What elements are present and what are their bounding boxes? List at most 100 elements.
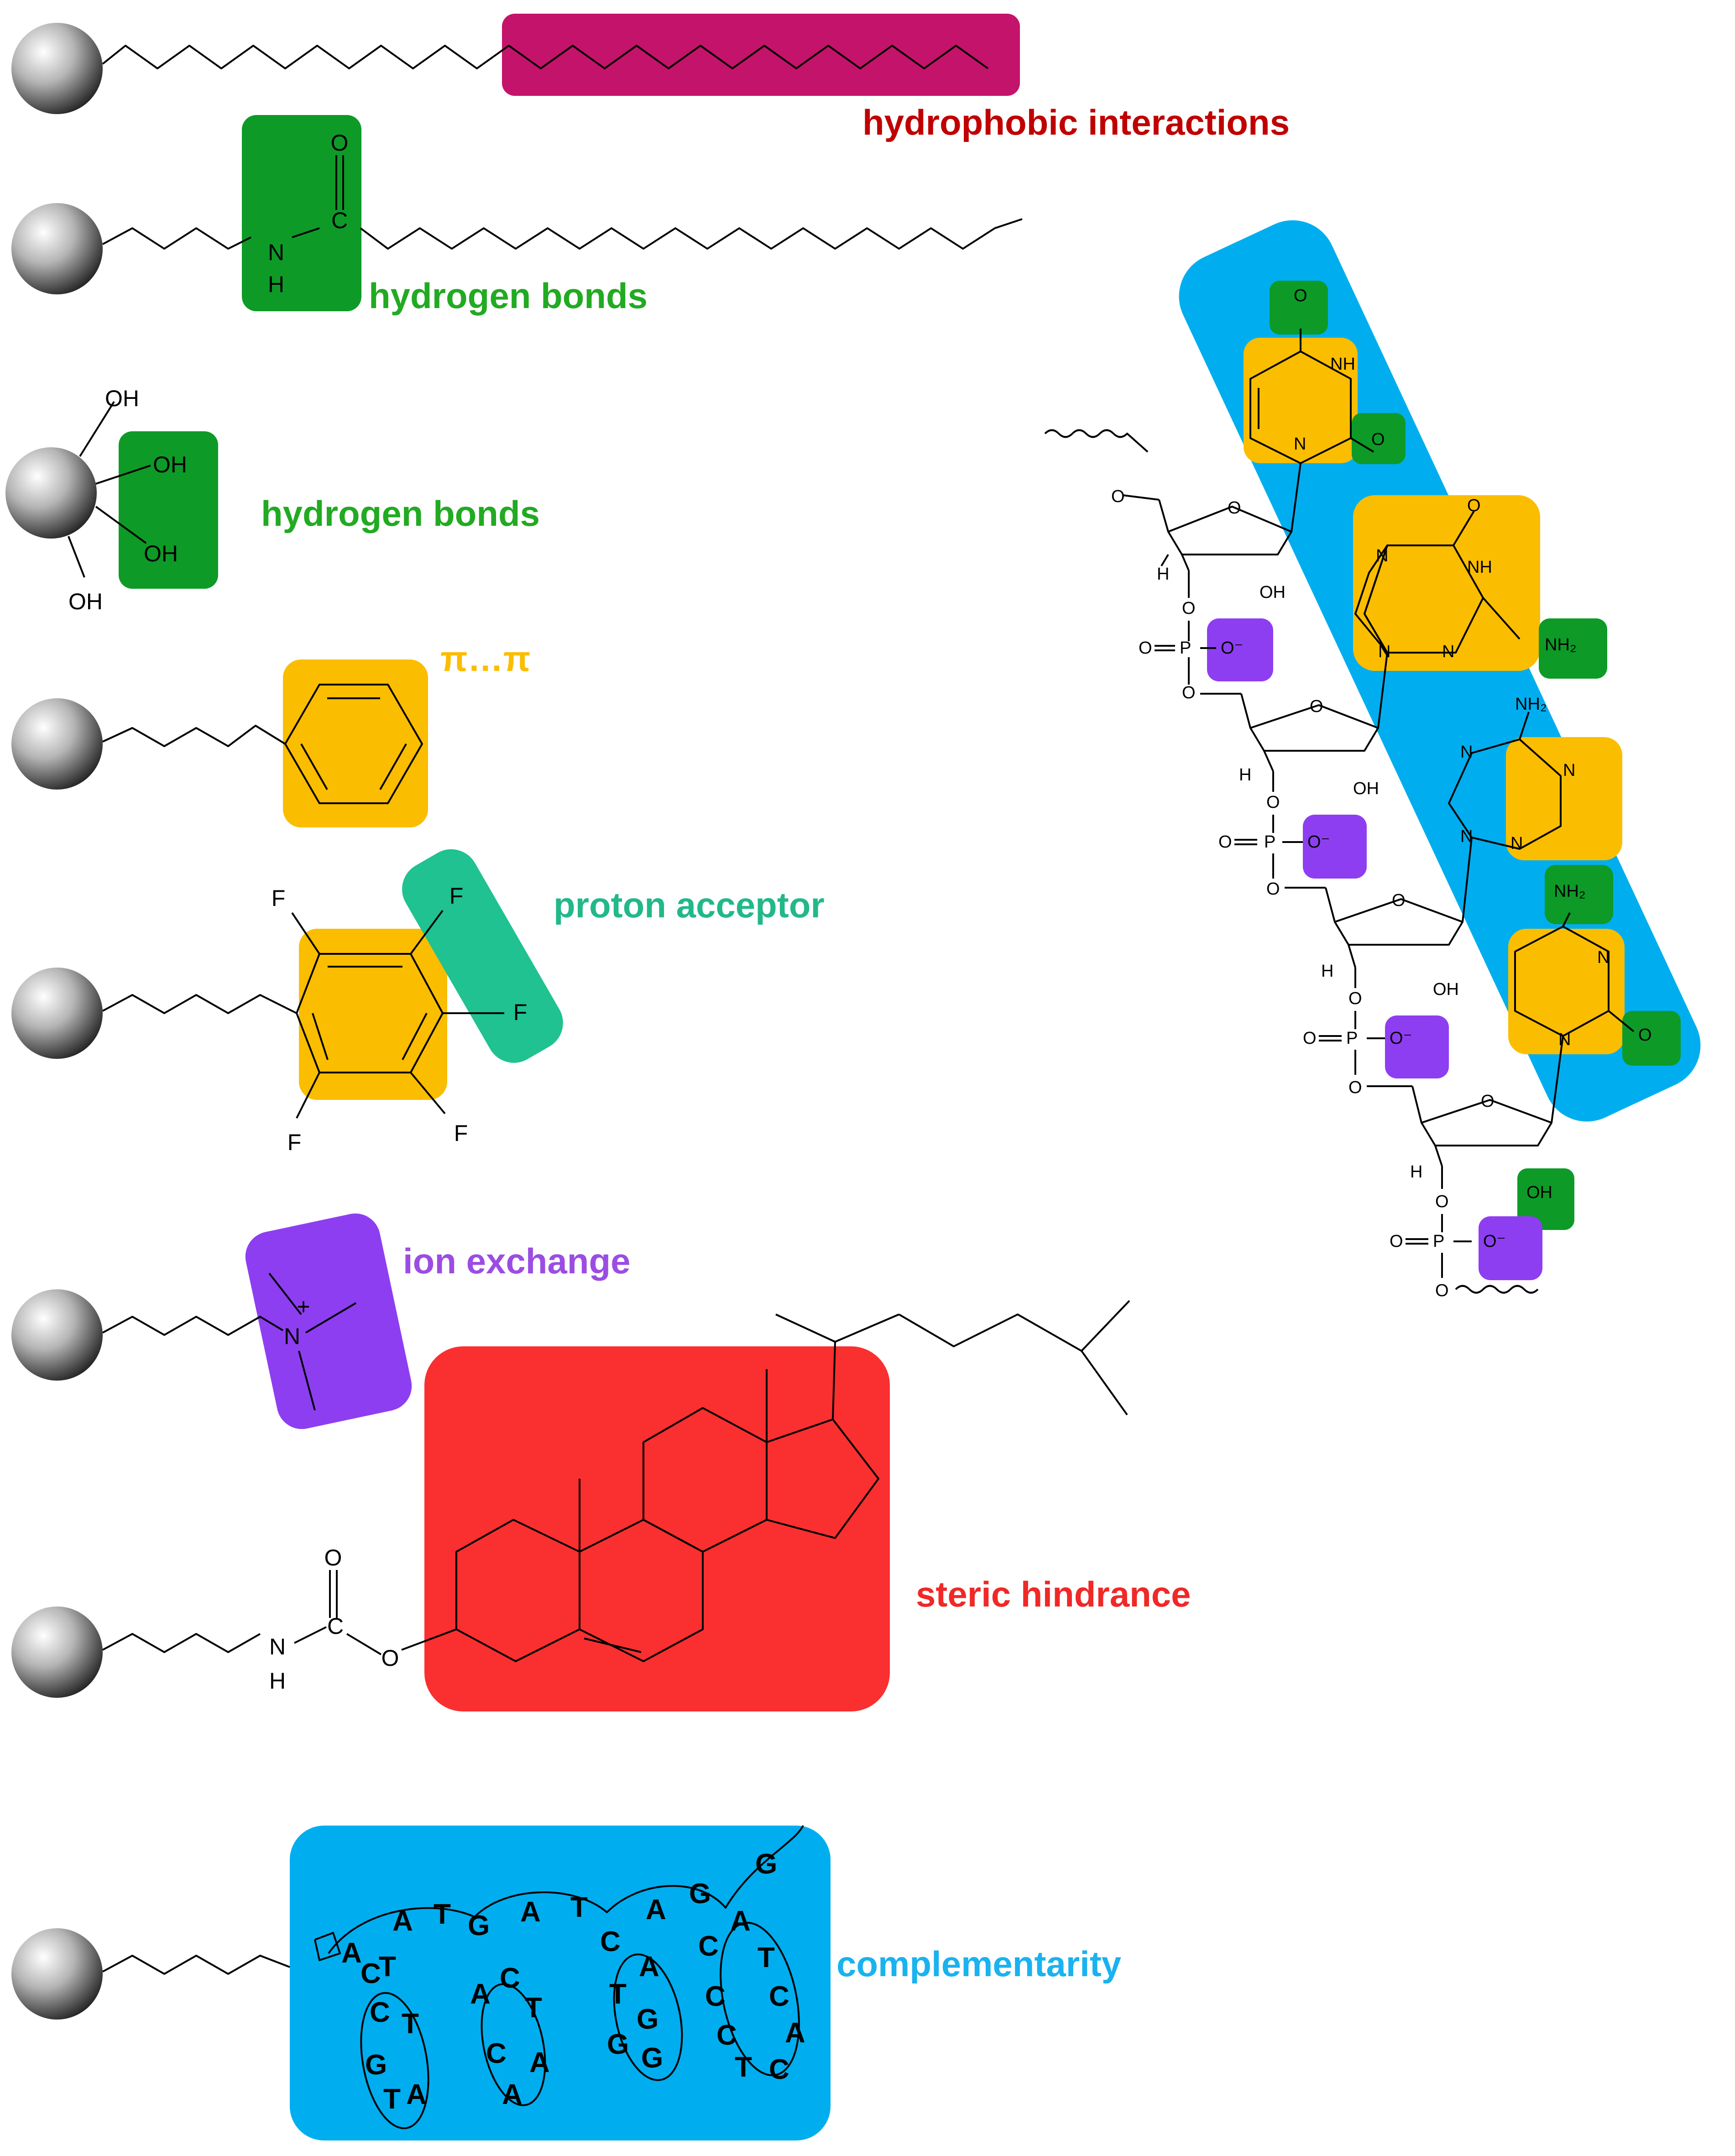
phosphate-o-minus-2: O⁻	[1307, 832, 1330, 852]
phosphodiester-o-2: O	[1182, 683, 1196, 702]
dna-base: C	[769, 2054, 789, 2085]
phosphodiester-o-8: O	[1435, 1281, 1449, 1300]
label-complementarity: complementarity	[836, 1944, 1121, 1984]
phenyl-ring	[284, 684, 423, 804]
label-steric-hindrance: steric hindrance	[916, 1574, 1191, 1614]
adenine-n3: N	[1510, 834, 1523, 853]
uracil-ring-highlight	[1244, 338, 1358, 463]
dna-base: A	[341, 1937, 362, 1969]
pfp-f-4: F	[454, 1120, 468, 1146]
label-hydrogen-bonds-diol: hydrogen bonds	[261, 493, 540, 534]
amide-alkyl-chain	[360, 218, 1023, 250]
dna-base: G	[755, 1848, 777, 1880]
carbamate-propyl-linker	[102, 1633, 261, 1653]
dna-base: T	[735, 2051, 752, 2083]
cytosine-o2: O	[1638, 1026, 1652, 1045]
amide-carbonyl-o: O	[331, 130, 349, 156]
phosphorus-4: P	[1433, 1232, 1444, 1251]
uracil-o2: O	[1371, 430, 1385, 449]
carbamate-h: H	[269, 1668, 286, 1694]
diol-oh-4: OH	[68, 589, 103, 614]
uracil-o2-highlight	[1352, 413, 1406, 464]
dna-base: C	[716, 2020, 737, 2051]
dna-letters: A C T C T G T A A T G A C T C A A A T C …	[341, 1848, 805, 2115]
adenine-n9: N	[1460, 827, 1473, 846]
amide-n: N	[268, 240, 284, 265]
c18-alkyl-chain	[102, 45, 989, 69]
phosphate1-charge-highlight	[1207, 618, 1273, 681]
phosphorus-1: P	[1180, 638, 1191, 658]
dna-base: T	[379, 1951, 396, 1983]
hydrophobic-highlight	[502, 14, 1020, 96]
dna-base: G	[641, 2042, 663, 2074]
dna-base: C	[769, 1981, 789, 2012]
label-proton-acceptor: proton acceptor	[554, 885, 825, 925]
ribose-o-2: O	[1310, 697, 1323, 716]
phosphorus-3: P	[1346, 1029, 1358, 1048]
dna-base: C	[705, 1981, 726, 2012]
label-ion-exchange: ion exchange	[403, 1241, 630, 1281]
pi-highlight	[283, 659, 428, 827]
ammonium-charge: +	[297, 1294, 310, 1319]
dna-base: G	[365, 2049, 387, 2081]
support-bead-diol	[5, 447, 97, 539]
phosphate2-charge-highlight	[1303, 815, 1367, 879]
dna-base: G	[689, 1878, 711, 1910]
diol-oh-2: OH	[153, 452, 187, 477]
phosphoryl-o-1: O	[1139, 638, 1152, 658]
phosphoryl-o-2: O	[1218, 832, 1232, 852]
ribose-h-4: H	[1410, 1162, 1422, 1182]
phosphate4-charge-highlight	[1479, 1216, 1542, 1280]
pfp-ring-highlight	[299, 929, 447, 1100]
cytosine-n1: N	[1558, 1030, 1571, 1049]
dna-base: A	[406, 2079, 427, 2110]
phosphoryl-o-3: O	[1303, 1029, 1317, 1048]
guanine-n9: N	[1378, 642, 1390, 661]
dna-base: C	[486, 2038, 507, 2069]
terminal-oh: OH	[1526, 1183, 1552, 1202]
nucleotide-strand: O O H O O P O⁻ O OH O H O O P O⁻ O OH O …	[1044, 286, 1652, 1300]
dna-base: C	[500, 1962, 520, 1994]
carbamate-n: N	[269, 1634, 286, 1659]
cytosine-nh2: NH₂	[1554, 882, 1586, 901]
ribose-oh-1: OH	[1259, 583, 1286, 602]
ribose-o-4: O	[1481, 1092, 1495, 1111]
ribose-oh-2: OH	[1353, 779, 1379, 798]
support-bead-phenyl	[11, 698, 103, 790]
dna-base: A	[529, 2047, 550, 2078]
phosphorus-2: P	[1264, 832, 1275, 852]
support-bead-amide	[11, 203, 103, 294]
steric-highlight	[424, 1346, 890, 1711]
support-bead-c18	[11, 23, 103, 114]
adenine-nh2: NH₂	[1515, 695, 1547, 714]
guanine-n7: N	[1376, 546, 1388, 565]
dna-propyl-linker	[102, 1955, 290, 1975]
uracil-o4-highlight	[1270, 281, 1328, 335]
ribose-h-1: H	[1157, 565, 1169, 584]
support-bead-cholesterol	[11, 1607, 103, 1698]
guanine-ring-highlight	[1353, 495, 1540, 671]
amide-propyl-linker	[102, 227, 251, 250]
cytosine-o-highlight	[1622, 1011, 1681, 1066]
pfp-f-1: F	[272, 885, 286, 911]
dna-base: A	[785, 2017, 805, 2049]
dna-base: T	[609, 1978, 627, 2010]
dna-base: T	[434, 1899, 451, 1930]
hbond-diol-highlight	[119, 431, 218, 589]
complementarity-highlight	[290, 1826, 831, 2140]
uracil-o4: O	[1294, 286, 1307, 305]
support-bead-pfp	[11, 968, 103, 1059]
ammonium-propyl-linker	[102, 1316, 284, 1336]
ribose-o-3: O	[1392, 891, 1406, 910]
dna-base: A	[502, 2079, 523, 2110]
dna-base: A	[646, 1894, 666, 1926]
support-bead-ammonium	[11, 1289, 103, 1381]
guanine-n3: N	[1442, 642, 1454, 661]
strand-o-1: O	[1111, 487, 1125, 506]
carbamate-ester-o: O	[381, 1645, 399, 1671]
dna-base: T	[570, 1892, 588, 1923]
guanine-nh2-highlight	[1539, 618, 1607, 679]
dna-base: C	[370, 1997, 390, 2028]
label-hydrophobic-interactions: hydrophobic interactions	[862, 102, 1290, 142]
